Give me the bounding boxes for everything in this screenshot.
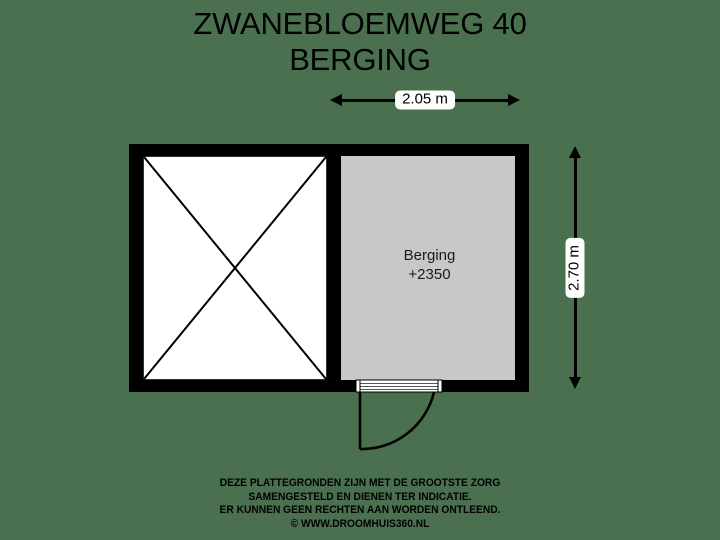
room-name: Berging (403, 247, 456, 264)
room-berging-fill (341, 156, 515, 380)
footer-line-3: ER KUNNEN GEEN RECHTEN AAN WORDEN ONTLEE… (219, 504, 501, 516)
height-dimension-label: 2.70 m (565, 237, 585, 298)
footer-line-2: SAMENGESTELD EN DIENEN TER INDICATIE. (248, 490, 472, 503)
width-dimension: 2.05 m (330, 90, 520, 110)
arrow-down-icon (569, 377, 581, 389)
arrow-right-icon (508, 94, 520, 106)
width-dimension-label: 2.05 m (395, 90, 455, 110)
footer-line-1: DEZE PLATTEGRONDEN ZIJN MET DE GROOTSTE … (219, 477, 501, 489)
room-level: +2350 (408, 266, 451, 283)
arrow-up-icon (569, 146, 581, 158)
room-label-berging: Berging +2350 (347, 246, 512, 284)
door-swing (358, 391, 436, 451)
arrow-left-icon (330, 94, 342, 106)
footer-website: © WWW.DROOMHUIS360.NL (290, 517, 430, 530)
footer-disclaimer: DEZE PLATTEGRONDEN ZIJN MET DE GROOTSTE … (25, 477, 695, 531)
title-address: ZWANEBLOEMWEG 40 (193, 6, 527, 41)
title-subject: BERGING (289, 42, 431, 77)
height-dimension: 2.70 m (565, 146, 585, 389)
door-swing-arc (359, 391, 436, 451)
cross-out-line-2 (143, 156, 327, 380)
page-title: ZWANEBLOEMWEG 40 BERGING (0, 6, 720, 78)
door-jamb-right (437, 379, 443, 393)
door-jamb-left (355, 379, 361, 393)
door-threshold (355, 379, 443, 393)
floorplan-drawing (129, 144, 529, 451)
